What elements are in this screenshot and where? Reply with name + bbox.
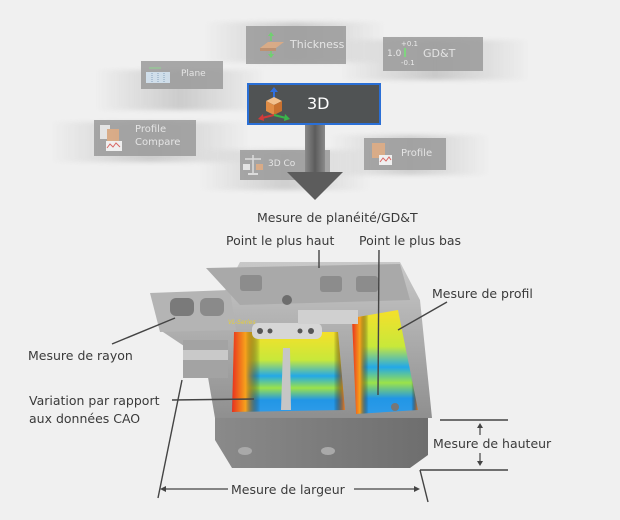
profile-compare-mode-button[interactable]: Profile Compare [94, 120, 196, 156]
annotation-flatness-gdt: Mesure de planéité/GD&T [257, 210, 418, 225]
profile-compare-icon [98, 123, 126, 156]
thickness-icon [256, 32, 286, 61]
annotation-profile: Mesure de profil [432, 286, 533, 301]
thickness-label: Thickness [290, 38, 345, 51]
part-front-face [215, 418, 428, 468]
thickness-mode-button[interactable]: Thickness [246, 26, 346, 64]
3d-compare-scale-icon [242, 153, 264, 180]
plane-label: Plane [181, 69, 206, 79]
part-engraving: VL-Series [228, 319, 256, 326]
profile-compare-label-line2: Compare [135, 137, 181, 148]
gdt-label: GD&T [423, 47, 456, 60]
gdt-tolerance-icon: +0.1 1.0 -0.1 [387, 39, 427, 69]
tolerance-marker [404, 48, 406, 57]
3d-mode-button[interactable]: 3D [247, 83, 381, 125]
gdt-mode-button[interactable]: +0.1 1.0 -0.1 GD&T [383, 37, 483, 71]
3d-label: 3D [307, 94, 330, 113]
leader-width-left [157, 379, 183, 499]
nominal-value: 1.0 [387, 49, 402, 59]
annotation-width: Mesure de largeur [231, 482, 345, 497]
profile-compare-label-line1: Profile [135, 124, 167, 135]
annotation-lowest-point: Point le plus bas [359, 233, 462, 248]
plane-mode-button[interactable]: Plane [141, 61, 223, 89]
leader-cad-variation [171, 398, 255, 401]
profile-label: Profile [401, 148, 433, 159]
profile-mode-button[interactable]: Profile [364, 138, 446, 170]
leader-width-right [419, 469, 429, 503]
annotation-cad-variation-line1: Variation par rapport [29, 393, 160, 408]
profile-icon [370, 141, 394, 170]
annotation-highest-point: Point le plus haut [226, 233, 335, 248]
leader-lowest-point [377, 249, 380, 396]
down-arrow-icon [287, 125, 343, 200]
tolerance-plus: +0.1 [401, 40, 418, 48]
tolerance-minus: -0.1 [401, 59, 415, 67]
annotation-height: Mesure de hauteur [433, 436, 552, 451]
leader-profile [397, 301, 448, 331]
3d-cube-axes-icon [257, 87, 291, 125]
annotation-radius: Mesure de rayon [28, 348, 133, 363]
plane-icon [145, 65, 171, 88]
3d-mode-button-face: 3D [249, 85, 379, 123]
annotation-cad-variation-line2: aux données CAO [29, 411, 141, 426]
leader-radius [111, 317, 176, 345]
3d-compare-label: 3D Co [268, 159, 296, 169]
